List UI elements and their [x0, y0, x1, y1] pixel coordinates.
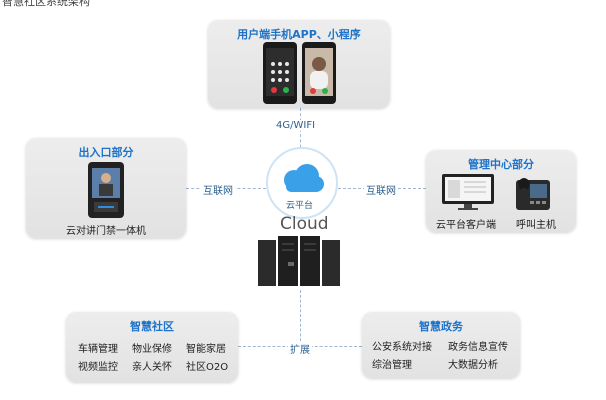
- link-label-right: 互联网: [364, 182, 398, 197]
- management-panel-title: 管理中心部分: [468, 158, 534, 171]
- cloud-platform-icon: [266, 147, 338, 219]
- community-item: 车辆管理: [78, 344, 118, 355]
- government-item: 公安系统对接: [372, 342, 432, 353]
- cloud-label: 云平台: [286, 201, 314, 211]
- government-item: 大数据分析: [448, 360, 498, 371]
- connector-bottom: [300, 290, 301, 346]
- server-cluster-icon: [258, 236, 340, 286]
- management-panel: 管理中心部分 云平台客户端 呼叫主机: [426, 150, 576, 232]
- cloud-server-label: Cloud: [280, 214, 329, 234]
- door-intercom-icon: [88, 162, 124, 218]
- government-panel: 智慧政务 公安系统对接 政务信息宣传 综治管理 大数据分析: [362, 312, 520, 378]
- community-item: 物业保修: [132, 344, 172, 355]
- link-label-top: 4G/WIFI: [274, 120, 318, 131]
- link-label-bottom: 扩展: [288, 341, 312, 356]
- link-label-left: 互联网: [201, 182, 235, 197]
- entrance-panel-title: 出入口部分: [78, 146, 134, 159]
- call-host-icon: [516, 178, 550, 210]
- app-panel: 用户端手机APP、小程序: [208, 20, 390, 108]
- monitor-icon: [442, 174, 494, 210]
- entrance-device-caption: 云对讲门禁一体机: [66, 226, 146, 237]
- entrance-panel: 出入口部分 云对讲门禁一体机: [26, 138, 186, 238]
- app-panel-title: 用户端手机APP、小程序: [237, 28, 361, 41]
- community-item: 视频监控: [78, 362, 118, 373]
- header-fragment: 智慧社区系统架构: [2, 0, 90, 8]
- community-panel-title: 智慧社区: [130, 320, 174, 333]
- community-item: 社区O2O: [186, 362, 229, 373]
- community-item: 智能家居: [186, 344, 226, 355]
- management-host-caption: 呼叫主机: [516, 220, 556, 231]
- connector-bottom-left: [238, 346, 300, 347]
- community-panel: 智慧社区 车辆管理 物业保修 智能家居 视频监控 亲人关怀 社区O2O: [66, 312, 238, 382]
- community-item: 亲人关怀: [132, 362, 172, 373]
- management-client-caption: 云平台客户端: [436, 220, 496, 231]
- government-panel-title: 智慧政务: [419, 320, 463, 333]
- connector-top: [300, 108, 301, 158]
- government-item: 综治管理: [372, 360, 412, 371]
- connector-bottom-right: [300, 346, 362, 347]
- phone-dial-icon: [263, 42, 297, 104]
- government-item: 政务信息宣传: [448, 342, 508, 353]
- phone-video-icon: [302, 42, 336, 104]
